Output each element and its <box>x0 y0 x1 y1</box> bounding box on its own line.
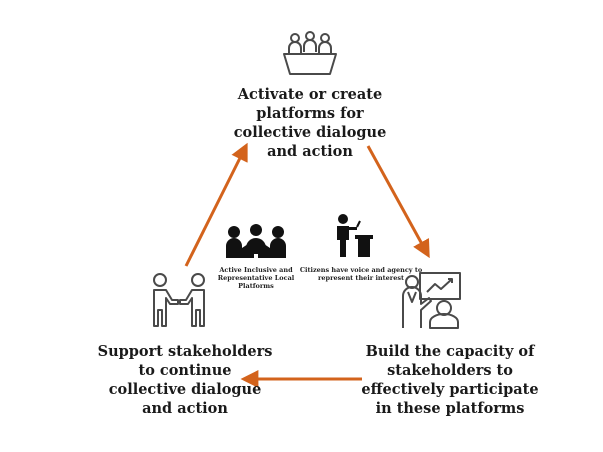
top-node-label: Activate or create platforms for collect… <box>233 86 387 160</box>
meeting-table-icon <box>283 31 337 75</box>
center-item2-label: Citizens have voice and agency to repres… <box>299 266 423 282</box>
arrow-left-to-top <box>184 142 248 267</box>
left-node-label: Support stakeholders to continue collect… <box>97 343 273 417</box>
handshake-icon <box>153 273 205 327</box>
presentation-trainer-icon <box>402 272 461 329</box>
speaker-podium-icon <box>337 214 373 257</box>
center-item1-label: Active Inclusive and Representative Loca… <box>217 266 295 290</box>
group-people-icon <box>226 224 286 258</box>
right-node-label: Build the capacity of stakeholders to ef… <box>361 343 539 417</box>
arrow-top-to-right <box>366 145 430 259</box>
